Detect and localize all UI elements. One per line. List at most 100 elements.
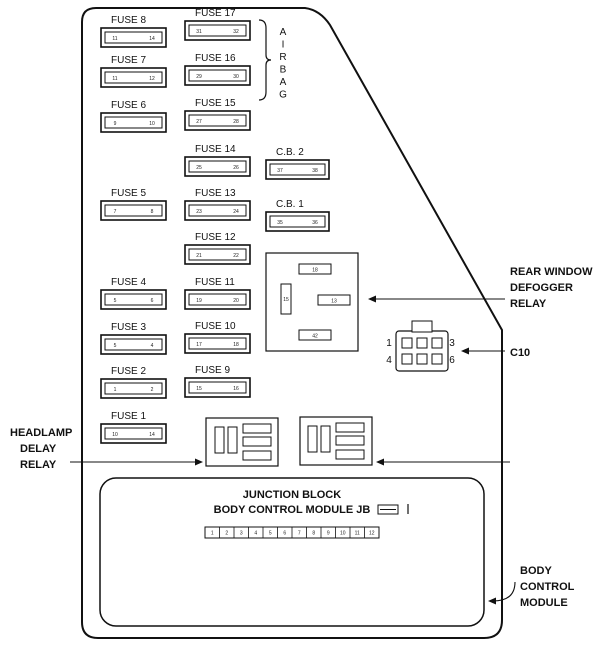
- relay-pin-label: 13: [331, 299, 337, 305]
- fuse-label: FUSE 6: [111, 100, 146, 111]
- fuse-pin-label: 9: [114, 121, 117, 127]
- fuse-body: [188, 114, 247, 127]
- fuse-body: [188, 337, 247, 350]
- fuse-pin-label: 5: [114, 298, 117, 304]
- fuse-pin-label: 20: [233, 298, 239, 304]
- connector-pin-label: 1: [386, 338, 392, 349]
- fuse-label: FUSE 8: [111, 15, 146, 26]
- fuse-label: FUSE 4: [111, 277, 146, 288]
- fuse-pin-label: 10: [149, 121, 155, 127]
- fuse-pin-label: 2: [151, 387, 154, 393]
- headlamp-label-line2: DELAY: [20, 443, 57, 455]
- airbag-letter: R: [279, 52, 286, 63]
- jb-pin-label: 10: [340, 531, 346, 537]
- jb-pin-label: 11: [355, 531, 360, 537]
- jb-pin-label: 8: [312, 531, 315, 537]
- fuse-fuse-11: FUSE 11 19 20: [184, 277, 251, 310]
- fuse-pin-label: 36: [312, 220, 318, 226]
- junction-title-line1: JUNCTION BLOCK: [243, 489, 341, 501]
- fuse-box-outline: [81, 7, 503, 639]
- airbag-letter: A: [280, 77, 287, 88]
- connector-pin-label: 3: [449, 338, 455, 349]
- leader-lines: [70, 298, 516, 602]
- fuse-fuse-14: FUSE 14 25 26: [184, 144, 251, 177]
- fuse-label: FUSE 12: [195, 232, 236, 243]
- bcm-label-line1: BODY: [520, 565, 552, 577]
- fuse-body: [104, 31, 163, 44]
- jb-pin-label: 6: [283, 531, 286, 537]
- fuse-pin-label: 8: [151, 209, 154, 215]
- arrowhead-icon: [488, 597, 496, 605]
- arrowhead-icon: [368, 295, 376, 303]
- fuse-pin-label: 38: [312, 168, 318, 174]
- fuse-body: [188, 160, 247, 173]
- fuse-pin-label: 25: [196, 165, 202, 171]
- fuse-pin-label: 19: [196, 298, 202, 304]
- fuse-pin-label: 35: [277, 220, 283, 226]
- fuse-label: FUSE 10: [195, 321, 236, 332]
- fuse-pin-label: 12: [149, 76, 155, 82]
- fuse-body: [104, 71, 163, 84]
- fuse-label: FUSE 2: [111, 366, 146, 377]
- fuse-pin-label: 7: [114, 209, 117, 215]
- arrowhead-icon: [376, 458, 384, 466]
- fuse-body: [104, 427, 163, 440]
- fuse-pin-label: 11: [112, 76, 117, 82]
- fuse-pin-label: 14: [149, 432, 155, 438]
- small-relay: [299, 416, 373, 466]
- headlamp-delay-relay: [205, 417, 279, 467]
- fuse-pin-label: 4: [151, 343, 154, 349]
- jb-pin-label: 3: [240, 531, 243, 537]
- relay-pin-label: 15: [283, 297, 289, 303]
- fuse-body: [104, 204, 163, 217]
- fuse-body: [188, 24, 247, 37]
- airbag-bracket: [258, 19, 272, 101]
- headlamp-label-line3: RELAY: [20, 459, 57, 471]
- fuse-pin-label: 26: [233, 165, 239, 171]
- airbag-letter: I: [282, 40, 285, 51]
- fuse-pin-label: 10: [112, 432, 118, 438]
- fuse-pin-label: 17: [196, 342, 202, 348]
- fuse-body: [269, 163, 326, 176]
- fuse-body: [188, 248, 247, 261]
- airbag-letter: A: [280, 27, 287, 38]
- fuse-fuse-1: FUSE 1 10 14: [100, 411, 167, 444]
- rear-defogger-label-line1: REAR WINDOW: [510, 266, 593, 278]
- leader-arrowheads: [195, 295, 496, 605]
- fuse-label: FUSE 1: [111, 411, 146, 422]
- fuse-pin-label: 21: [196, 253, 202, 259]
- jb-pin-label: 7: [298, 531, 301, 537]
- jb-pin-label: 9: [327, 531, 330, 537]
- fuse-label: FUSE 14: [195, 144, 236, 155]
- fuse-label: FUSE 17: [195, 8, 236, 19]
- fuse-pin-label: 31: [196, 29, 202, 35]
- fuse-pin-label: 6: [151, 298, 154, 304]
- fuse-pin-label: 23: [196, 209, 202, 215]
- airbag-letter: G: [279, 90, 287, 101]
- bcm-label-line2: CONTROL: [520, 581, 575, 593]
- jb-pin-label: 2: [225, 531, 228, 537]
- fuse-pin-label: 16: [233, 386, 239, 392]
- fuse-fuse-4: FUSE 4 5 6: [100, 277, 167, 310]
- rear-defogger-label-line3: RELAY: [510, 298, 547, 310]
- fuse-pin-label: 24: [233, 209, 239, 215]
- fuse-body: [104, 382, 163, 395]
- jb-tag: [377, 504, 409, 515]
- fuse-label: FUSE 11: [195, 277, 235, 288]
- connector-pin-label: 4: [386, 355, 392, 366]
- rear-defogger-label-line2: DEFOGGER: [510, 282, 573, 294]
- fuse-fuse-6: FUSE 6 9 10: [100, 100, 167, 133]
- fuse-body: [269, 215, 326, 228]
- fuse-pin-label: 29: [196, 74, 202, 80]
- c10-label: C10: [510, 347, 530, 359]
